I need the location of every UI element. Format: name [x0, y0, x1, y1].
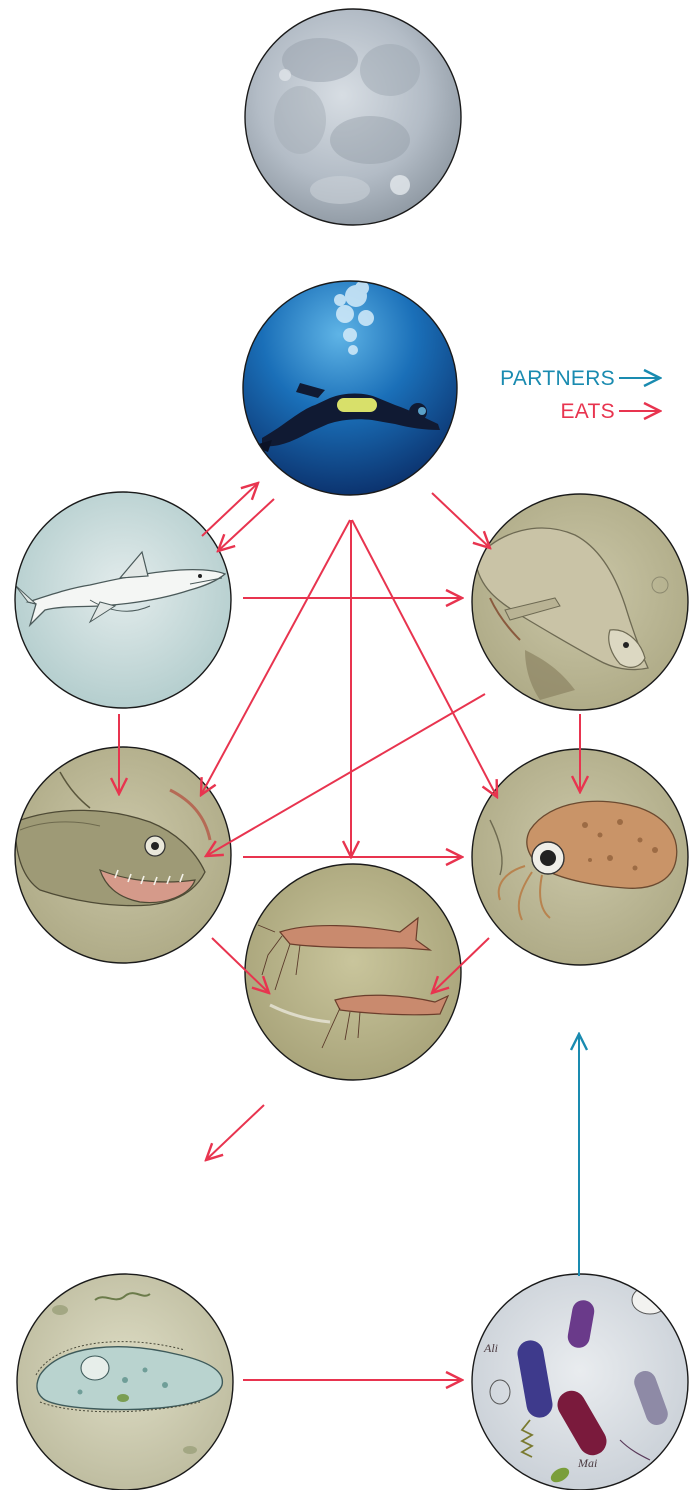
arrow-diver-to-shark — [218, 499, 274, 551]
arrow-diver-to-seal — [432, 493, 490, 548]
bacteria-label-right: Mai — [577, 1456, 597, 1470]
ciliate-node — [17, 1274, 233, 1490]
fish-node — [15, 747, 231, 963]
arrow-shark-to-diver — [202, 483, 258, 536]
bacteria-label-left: Ali — [483, 1341, 498, 1355]
bacteria-node: Ali Mai — [472, 1274, 688, 1490]
seal-node — [472, 494, 688, 710]
legend-partners-label: PARTNERS — [500, 367, 615, 390]
arrow-seal-to-fish — [206, 694, 485, 856]
scuba-diver-node — [243, 281, 457, 495]
shrimp-node — [245, 864, 461, 1080]
legend-eats-label: EATS — [561, 400, 616, 423]
shark-node — [15, 492, 231, 708]
arrow-shrimp-to-ciliate — [206, 1105, 264, 1160]
moon-node — [245, 9, 461, 225]
arrow-diver-to-squid — [352, 520, 497, 797]
legend: PARTNERS EATS — [500, 367, 660, 423]
